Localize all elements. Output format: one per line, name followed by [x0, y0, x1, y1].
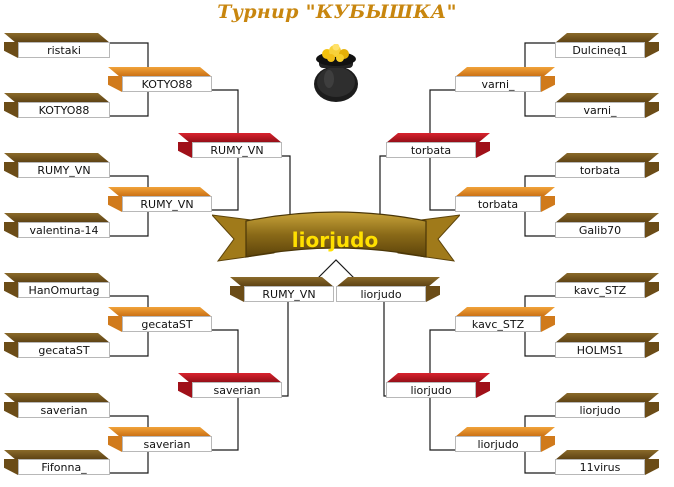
right-finalist-slot: liorjudo: [336, 277, 440, 302]
left-round2-slot-1: KOTYO88: [108, 67, 212, 92]
right-round1-slot-8: 11virus: [555, 450, 659, 475]
player-name: ristaki: [18, 42, 110, 58]
player-name: Galib70: [555, 222, 645, 238]
right-round1-slot-5: kavc_STZ: [555, 273, 659, 298]
player-name: kavc_STZ: [555, 282, 645, 298]
right-round1-slot-2: varni_: [555, 93, 659, 118]
player-name: torbata: [455, 196, 541, 212]
player-name: 11virus: [555, 459, 645, 475]
player-name: KOTYO88: [18, 102, 110, 118]
left-round1-slot-6: gecataST: [4, 333, 110, 358]
left-round2-slot-3: gecataST: [108, 307, 212, 332]
player-name: valentina-14: [18, 222, 110, 238]
right-round1-slot-3: torbata: [555, 153, 659, 178]
champion-name: liorjudo: [291, 228, 379, 252]
right-round2-slot-1: varni_: [455, 67, 555, 92]
left-round1-slot-4: valentina-14: [4, 213, 110, 238]
player-name: HanOmurtag: [18, 282, 110, 298]
player-name: saverian: [192, 382, 282, 398]
player-name: saverian: [18, 402, 110, 418]
right-semifinal-slot-1: torbata: [386, 133, 490, 158]
player-name: RUMY_VN: [122, 196, 212, 212]
player-name: saverian: [122, 436, 212, 452]
player-name: varni_: [555, 102, 645, 118]
tournament-title: Турнир "КУБЫШКА": [217, 1, 457, 23]
right-semifinal-slot-2: liorjudo: [386, 373, 490, 398]
player-name: varni_: [455, 76, 541, 92]
player-name: liorjudo: [455, 436, 541, 452]
left-semifinal-slot-1: RUMY_VN: [178, 133, 282, 158]
player-name: RUMY_VN: [192, 142, 282, 158]
right-round1-slot-7: liorjudo: [555, 393, 659, 418]
right-round1-slot-6: HOLMS1: [555, 333, 659, 358]
champion-banner: [212, 211, 460, 262]
right-round2-slot-2: torbata: [455, 187, 555, 212]
player-name: torbata: [386, 142, 476, 158]
gold-coin-pot-icon: [314, 44, 358, 102]
player-name: gecataST: [18, 342, 110, 358]
left-round1-slot-1: ristaki: [4, 33, 110, 58]
player-name: liorjudo: [336, 286, 426, 302]
right-round1-slot-1: Dulcineq1: [555, 33, 659, 58]
right-round1-slot-4: Galib70: [555, 213, 659, 238]
player-name: gecataST: [122, 316, 212, 332]
player-name: KOTYO88: [122, 76, 212, 92]
player-name: kavc_STZ: [455, 316, 541, 332]
left-round1-slot-2: KOTYO88: [4, 93, 110, 118]
player-name: torbata: [555, 162, 645, 178]
left-round1-slot-5: HanOmurtag: [4, 273, 110, 298]
player-name: liorjudo: [555, 402, 645, 418]
right-round2-slot-4: liorjudo: [455, 427, 555, 452]
left-round1-slot-3: RUMY_VN: [4, 153, 110, 178]
left-round2-slot-4: saverian: [108, 427, 212, 452]
right-round2-slot-3: kavc_STZ: [455, 307, 555, 332]
player-name: Fifonna_: [18, 459, 110, 475]
player-name: liorjudo: [386, 382, 476, 398]
left-finalist-slot: RUMY_VN: [230, 277, 334, 302]
player-name: RUMY_VN: [18, 162, 110, 178]
left-round1-slot-8: Fifonna_: [4, 450, 110, 475]
player-name: HOLMS1: [555, 342, 645, 358]
left-semifinal-slot-2: saverian: [178, 373, 282, 398]
left-round2-slot-2: RUMY_VN: [108, 187, 212, 212]
player-name: RUMY_VN: [244, 286, 334, 302]
left-round1-slot-7: saverian: [4, 393, 110, 418]
player-name: Dulcineq1: [555, 42, 645, 58]
